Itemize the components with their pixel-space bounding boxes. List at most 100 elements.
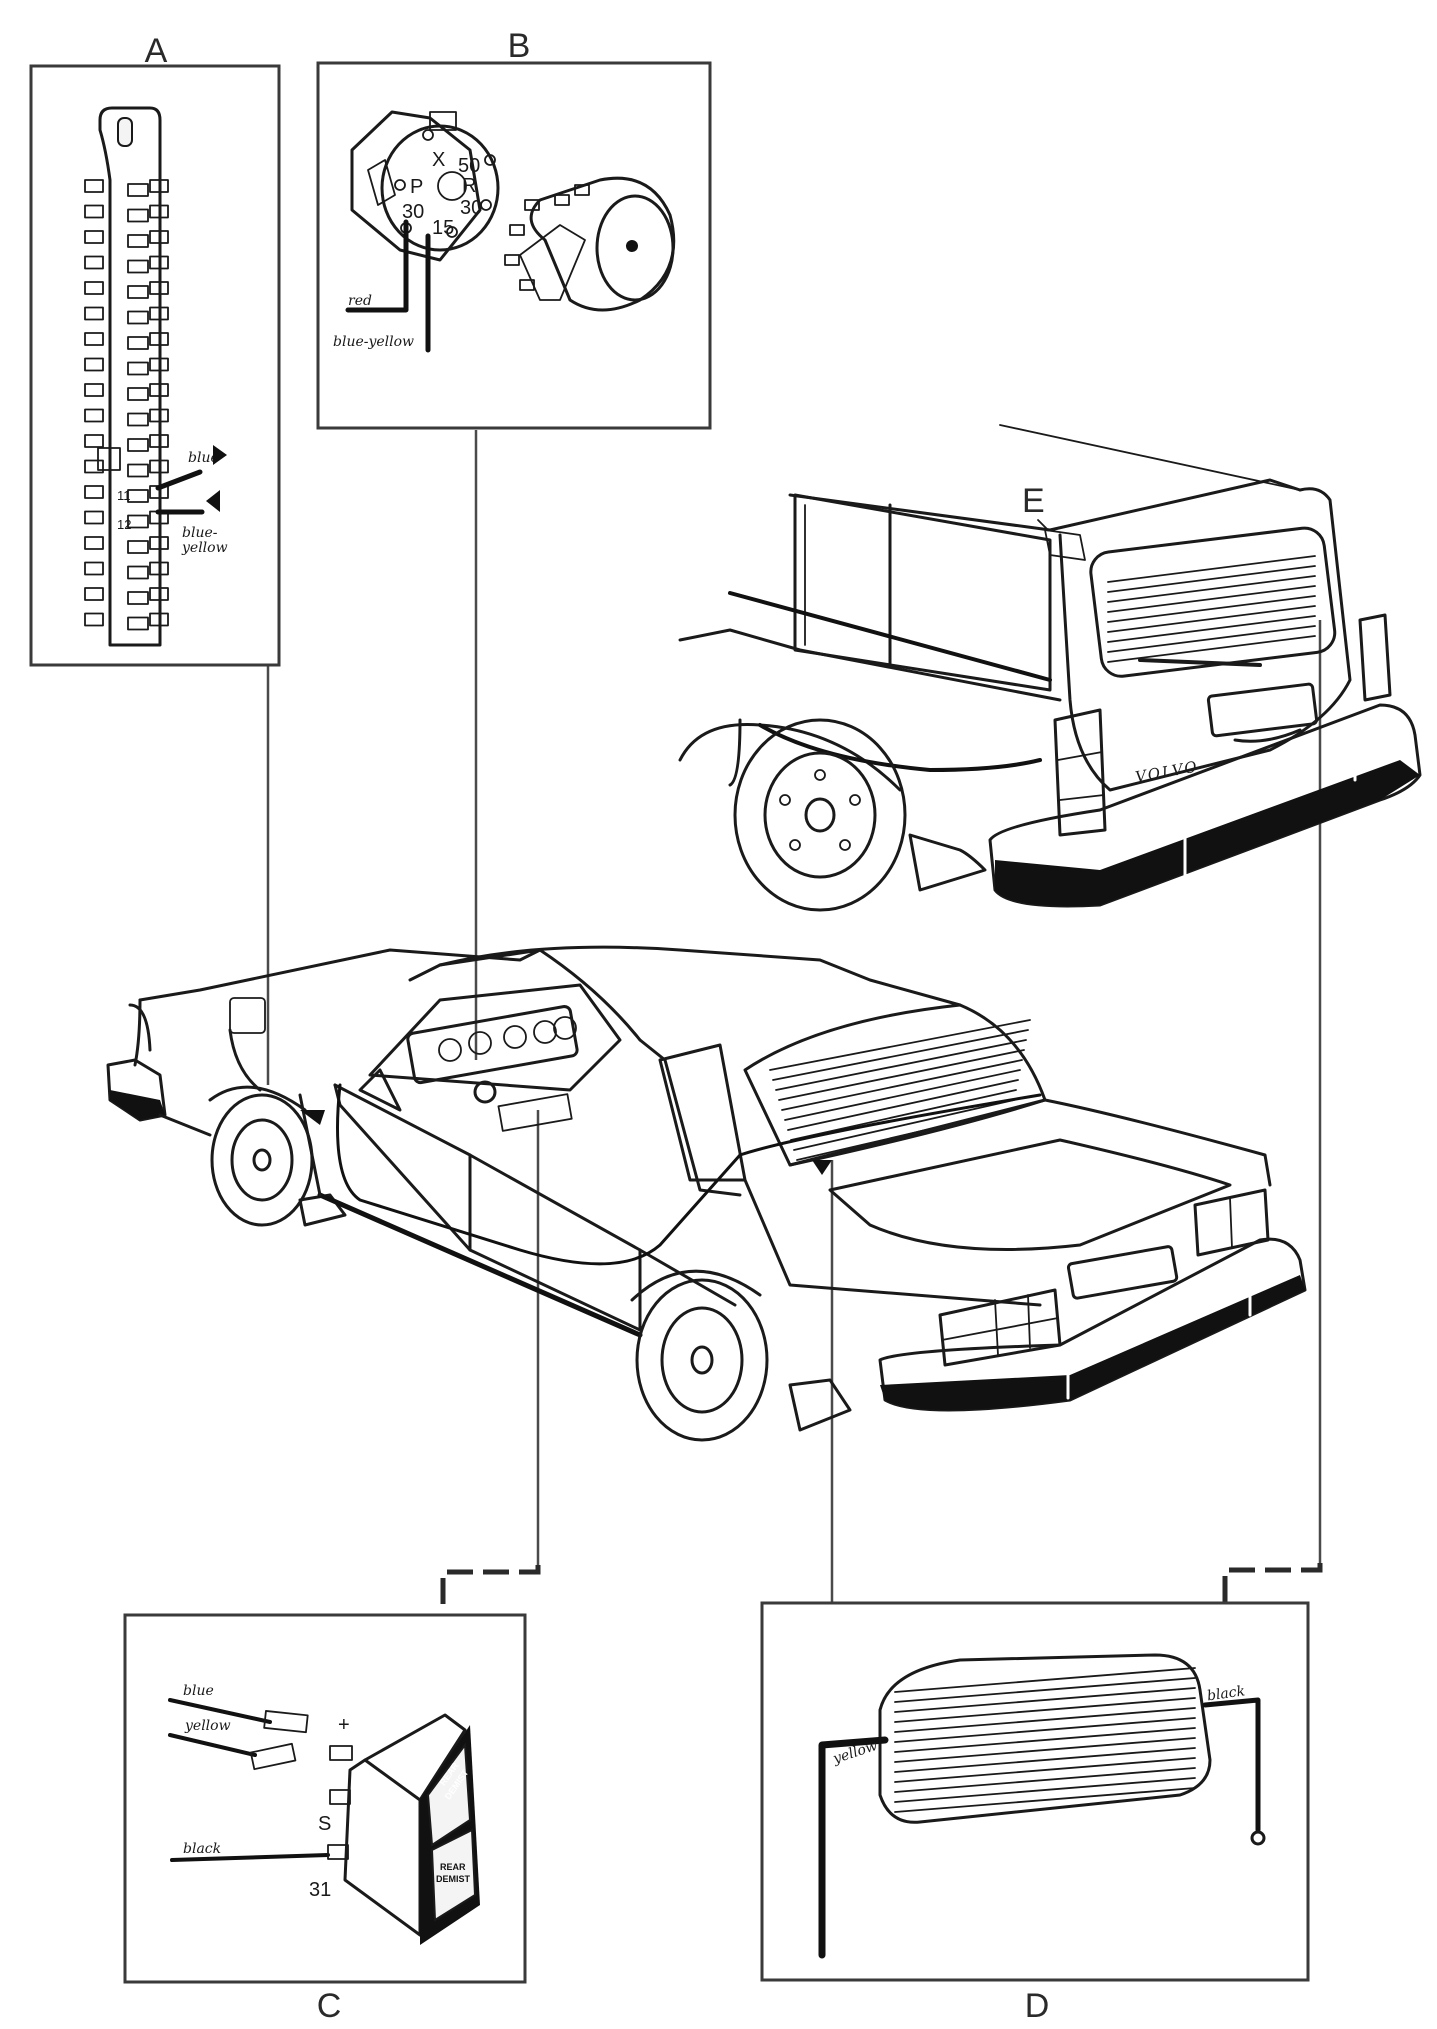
label-black-c: black — [183, 1841, 221, 1857]
fuse-tab-right — [149, 332, 169, 346]
fuse-tab-mid — [127, 438, 149, 452]
fuse-tab-left — [84, 255, 104, 270]
dash-gauges — [438, 1016, 577, 1062]
fuse-tab-right — [149, 281, 169, 295]
heater-line — [769, 1019, 1031, 1071]
fuse-tab-mid — [127, 285, 149, 299]
fuse-tab-mid — [127, 489, 149, 503]
label-blue-c: blue — [183, 1683, 214, 1699]
fuse-tab-left — [84, 281, 104, 295]
fuse-tab-mid — [127, 591, 149, 605]
heater-line — [778, 1049, 1025, 1101]
label-red: red — [348, 293, 372, 309]
rear-terminal-pins — [504, 184, 590, 291]
label-blue-yellow-b: blue-yellow — [333, 334, 414, 350]
fuse-tab-mid — [127, 540, 149, 554]
terminal-posts — [394, 129, 496, 238]
fuse-tab-mid — [127, 259, 149, 274]
fuse-tab-right — [149, 357, 169, 372]
terminal-x: X — [432, 149, 445, 171]
panel-d-letter: D — [1025, 1987, 1050, 2025]
heater-line — [894, 1677, 1196, 1703]
fuse-tab-mid — [127, 208, 149, 223]
heater-line — [894, 1747, 1196, 1773]
wagon-wheel-bolts — [779, 769, 861, 851]
switch-text-bottom-1: REAR — [440, 1862, 466, 1872]
fuse-tab-left — [84, 357, 104, 372]
label-blue-yellow-a-1: blue- — [182, 525, 218, 541]
panel-d-heated-window: yellow black — [760, 1601, 1310, 1982]
heater-line — [775, 1039, 1027, 1091]
label-yellow-c: yellow — [184, 1718, 231, 1734]
fuse-tab-right — [149, 408, 169, 423]
heater-line — [1107, 585, 1316, 613]
fuse-tab-mid — [127, 361, 149, 376]
heater-line — [1107, 625, 1316, 653]
panel-b-letter: B — [508, 27, 531, 65]
fuse-tab-left — [84, 459, 104, 474]
fuse-tab-right — [149, 179, 169, 193]
label-blue-a: blue — [188, 450, 219, 466]
heater-line — [1107, 635, 1316, 663]
heater-line — [1107, 595, 1316, 623]
panel-c-demist-switch: blue yellow black REAR DEMIST REAR DEMIS… — [123, 1613, 527, 1984]
fuse-tab-mid — [127, 234, 149, 248]
fuse-tab-right — [149, 561, 169, 576]
fuse-tab-left — [84, 485, 104, 499]
fuse-tab-left — [84, 510, 104, 525]
fuse-tab-mid — [127, 387, 149, 401]
callout-e: E — [1022, 482, 1045, 520]
terminal-31: 31 — [309, 1879, 331, 1901]
fuse-tab-right — [149, 536, 169, 550]
heater-line — [894, 1707, 1196, 1733]
fuse-tab-right — [149, 255, 169, 270]
fuse-tab-right — [149, 204, 169, 219]
heater-line — [793, 1099, 1015, 1151]
heater-line — [772, 1029, 1029, 1081]
fuse-tab-mid — [127, 183, 149, 197]
fuse-tab-mid — [127, 310, 149, 325]
panel-a-fuse-box: 11 12 blue blue- yellow — [29, 64, 281, 667]
arrow-out-icon — [206, 490, 220, 512]
heater-line — [1107, 615, 1316, 643]
heater-line — [894, 1667, 1196, 1693]
fuse-tab-mid — [127, 412, 149, 427]
heater-line — [1107, 575, 1316, 603]
fuse-tab-left — [84, 408, 104, 423]
heater-line — [894, 1697, 1196, 1723]
heater-line — [781, 1059, 1023, 1111]
heater-line — [787, 1079, 1019, 1131]
terminal-30-right: 30 — [460, 197, 482, 219]
fuse-tab-mid — [127, 514, 149, 529]
panel-b-ignition-switch: X 50 P R 30 30 15 red blue-yellow — [316, 61, 712, 430]
fuse-tab-right — [149, 459, 169, 474]
fuse-tab-left — [84, 536, 104, 550]
terminal-plus: + — [338, 1714, 350, 1736]
heater-line — [784, 1069, 1021, 1121]
heater-line — [894, 1757, 1196, 1783]
fuse-tab-left — [84, 383, 104, 397]
heater-line — [894, 1767, 1196, 1793]
fuse-tab-right — [149, 230, 169, 244]
panel-a-letter: A — [145, 32, 168, 70]
fuse-tab-mid — [127, 616, 149, 631]
heater-line — [790, 1089, 1017, 1141]
fuse-tab-left — [84, 230, 104, 244]
heater-line — [894, 1687, 1196, 1713]
terminal-p: P — [410, 176, 423, 198]
fusebox-pointer-icon — [300, 1110, 325, 1125]
wagon-rear-view: VOLVO E — [678, 424, 1422, 912]
heater-line — [894, 1777, 1196, 1803]
saloon-car — [106, 945, 1307, 1442]
arrow-in-icon — [213, 445, 227, 465]
heater-line — [894, 1717, 1196, 1743]
volvo-badge: VOLVO — [1134, 757, 1200, 786]
fuse-tab-left — [84, 612, 104, 627]
terminal-11: 11 — [117, 488, 131, 503]
terminal-s: S — [318, 1813, 331, 1835]
heater-line — [894, 1787, 1196, 1813]
panel-c-letter: C — [317, 1987, 342, 2025]
fuse-tab-mid — [127, 463, 149, 478]
fuse-tab-left — [84, 179, 104, 193]
fuse-tab-left — [84, 561, 104, 576]
